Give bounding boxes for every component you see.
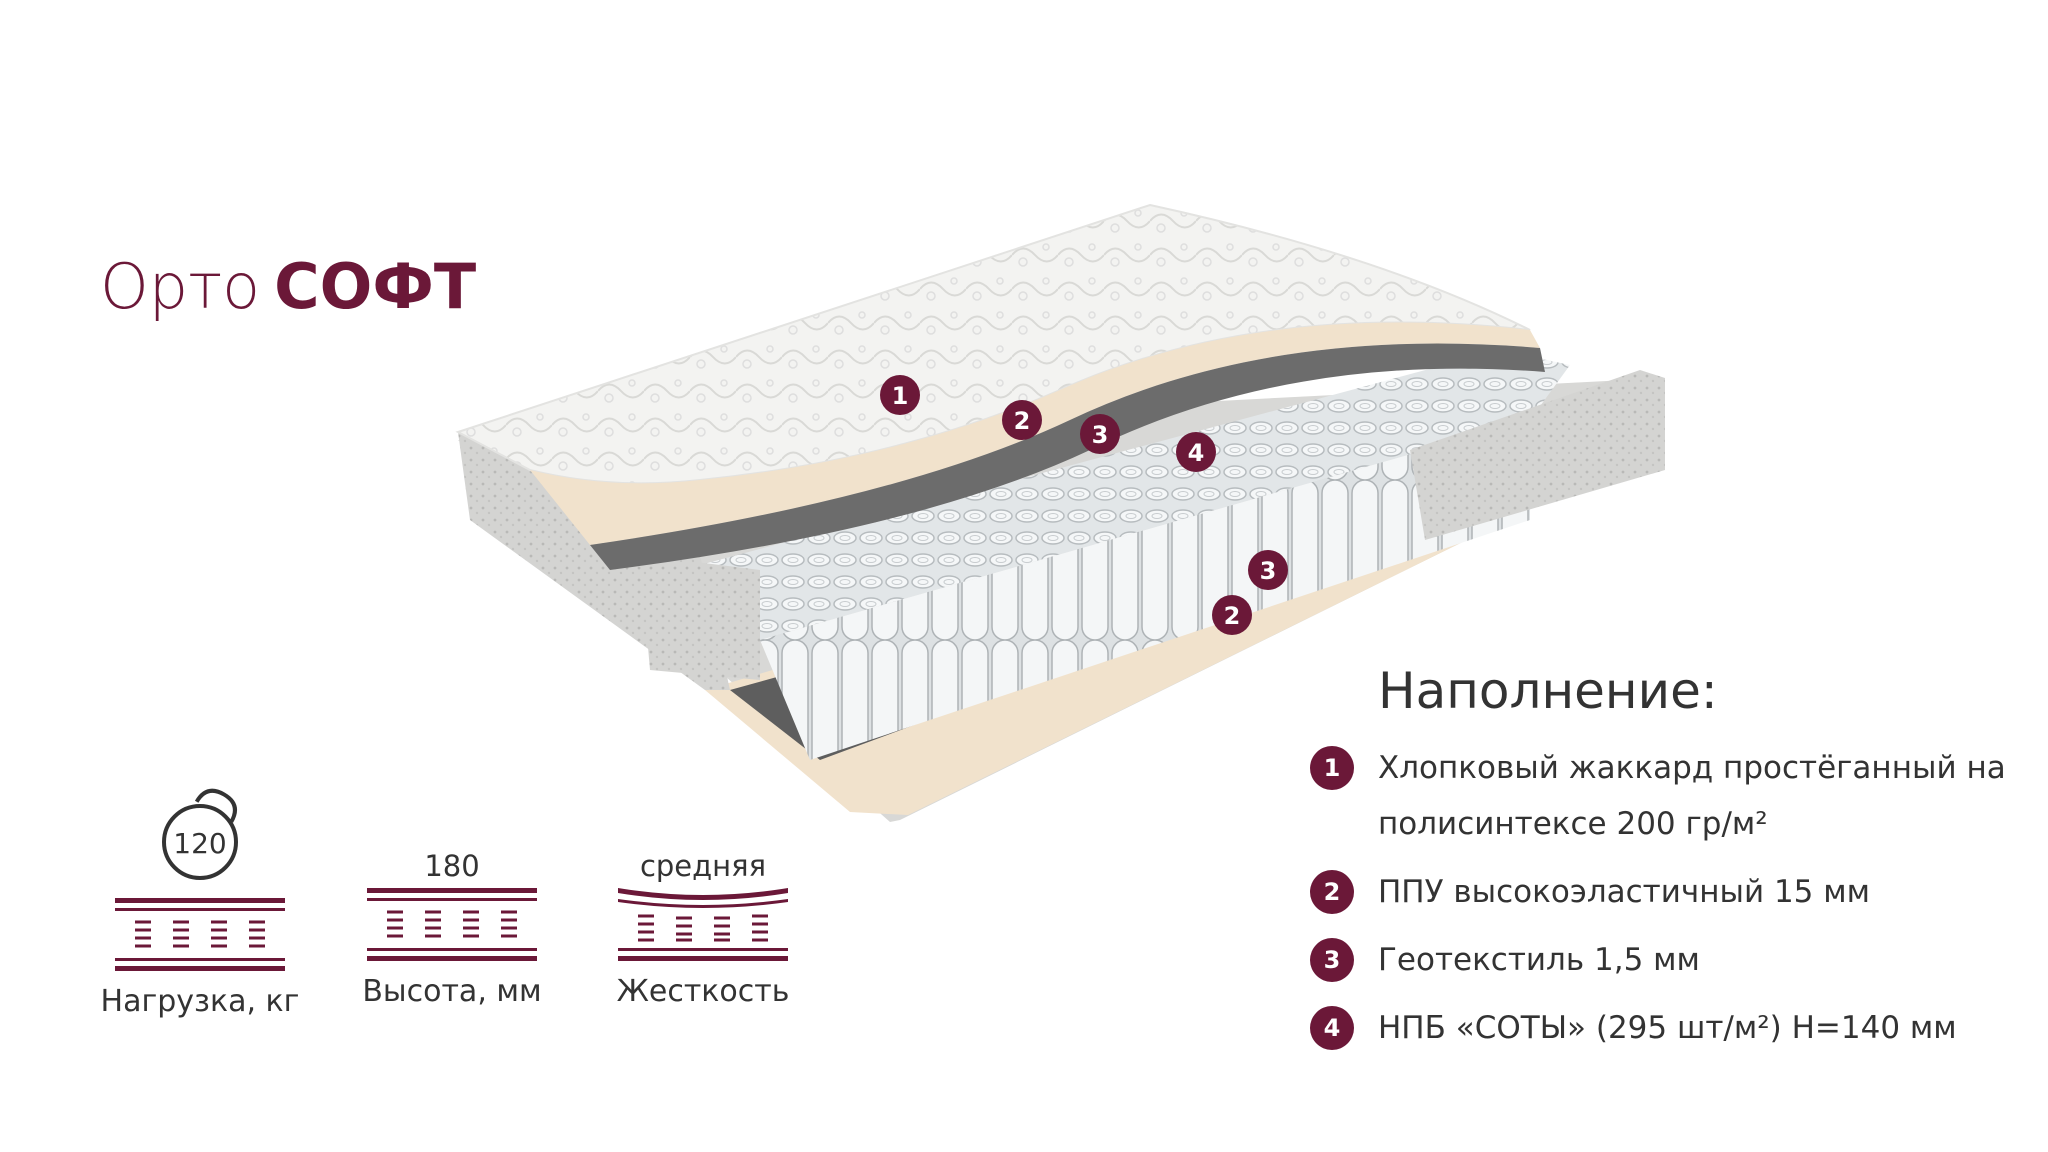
kettlebell-icon: 120 — [162, 788, 238, 880]
filling-list: 1 Хлопковый жаккард простёганный на поли… — [1310, 740, 2030, 1068]
firmness-value: средняя — [639, 849, 767, 883]
filling-item-text-line2: полисинтексе 200 гр/м² — [1378, 806, 1768, 842]
spec-load: 120 Нагрузка, кг — [100, 786, 300, 1019]
load-label: Нагрузка, кг — [100, 984, 300, 1019]
side-foam-right — [1410, 370, 1665, 540]
height-value: 180 — [424, 849, 480, 883]
marker-2-top: 2 — [1002, 400, 1042, 440]
svg-text:3: 3 — [1260, 557, 1277, 585]
filling-item-4: 4 НПБ «СОТЫ» (295 шт/м²) H=140 мм — [1310, 1000, 2030, 1056]
svg-text:2: 2 — [1014, 407, 1031, 435]
filling-number-badge: 3 — [1310, 938, 1354, 982]
spec-height: 180 Высота, мм — [352, 846, 552, 1009]
filling-item-text: Хлопковый жаккард простёганный на полиси… — [1378, 740, 2006, 852]
spec-firmness: средняя Жесткость — [603, 846, 803, 1009]
filling-item-text-line1: Хлопковый жаккард простёганный на — [1378, 750, 2006, 786]
svg-text:3: 3 — [1092, 421, 1109, 449]
filling-number-badge: 2 — [1310, 870, 1354, 914]
marker-1: 1 — [880, 375, 920, 415]
firmness-label: Жесткость — [616, 974, 790, 1009]
filling-item-2: 2 ППУ высокоэластичный 15 мм — [1310, 864, 2030, 920]
spring-block-front — [760, 420, 1530, 760]
svg-text:4: 4 — [1188, 439, 1205, 467]
mattress-firmness-icon — [618, 888, 788, 961]
svg-text:1: 1 — [892, 382, 909, 410]
filling-heading: Наполнение: — [1378, 662, 1718, 720]
geotextile-wave-layer — [590, 343, 1545, 570]
svg-text:2: 2 — [1224, 602, 1241, 630]
filling-item-text: НПБ «СОТЫ» (295 шт/м²) H=140 мм — [1378, 1010, 1957, 1046]
marker-4: 4 — [1176, 432, 1216, 472]
marker-3-bottom: 3 — [1248, 550, 1288, 590]
filling-item-text: Геотекстиль 1,5 мм — [1378, 942, 1700, 978]
height-label: Высота, мм — [362, 974, 542, 1009]
marker-3-top: 3 — [1080, 414, 1120, 454]
load-value: 120 — [173, 827, 226, 860]
product-title-series: Орто — [100, 250, 261, 323]
marker-2-bottom: 2 — [1212, 595, 1252, 635]
mattress-height-icon — [367, 888, 537, 961]
filling-number-badge: 4 — [1310, 1006, 1354, 1050]
filling-item-1: 1 Хлопковый жаккард простёганный на поли… — [1310, 740, 2030, 852]
product-title-model: СОФТ — [274, 250, 477, 323]
mattress-side-edge — [458, 432, 730, 690]
filling-item-text: ППУ высокоэластичный 15 мм — [1378, 874, 1871, 910]
spring-block-top — [700, 350, 1570, 640]
filling-number-badge: 1 — [1310, 746, 1354, 790]
filling-item-3: 3 Геотекстиль 1,5 мм — [1310, 932, 2030, 988]
mattress-springs-icon — [115, 898, 285, 971]
